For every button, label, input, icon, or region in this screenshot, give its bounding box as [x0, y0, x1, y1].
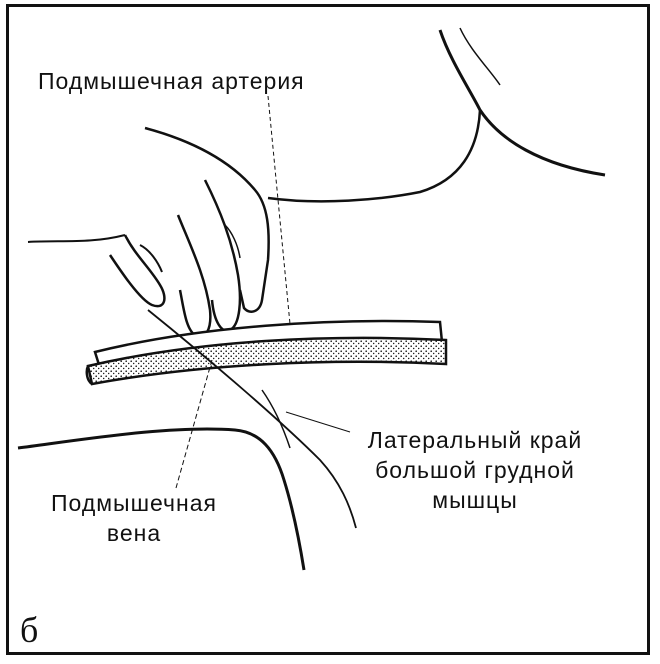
pectoral-edge-line	[147, 309, 357, 529]
knuckle-detail-2	[224, 224, 241, 259]
label-axillary-vein: Подмышечная вена	[18, 488, 250, 548]
chest-contour	[267, 109, 482, 203]
lateral-leader	[285, 411, 351, 433]
label-lateral-edge-line3: мышцы	[432, 487, 518, 513]
shoulder-contour	[438, 29, 606, 177]
label-lateral-edge-line1: Латеральный край	[367, 427, 583, 453]
artery-leader	[267, 95, 291, 325]
panel-letter: б	[20, 610, 39, 650]
arm-contour	[17, 427, 306, 571]
label-axillary-vein-line2: вена	[106, 520, 162, 546]
label-axillary-artery: Подмышечная артерия	[38, 68, 305, 94]
label-axillary-vein-line1: Подмышечная	[51, 490, 217, 516]
label-lateral-edge: Латеральный край большой грудной мышцы	[330, 425, 620, 515]
neck-contour	[459, 27, 501, 86]
finger-ring	[108, 234, 166, 308]
finger-index	[203, 179, 242, 332]
vein-leader	[175, 359, 213, 489]
pectoral-edge-lower	[261, 389, 291, 449]
figure-frame	[6, 4, 650, 655]
vein-band	[86, 336, 448, 386]
hand-outline	[144, 126, 270, 313]
knuckle-detail	[139, 244, 163, 273]
finger-middle	[176, 214, 212, 339]
thumb-web	[27, 234, 126, 243]
vein-band-end	[85, 365, 93, 386]
label-lateral-edge-line2: большой грудной	[375, 457, 575, 483]
